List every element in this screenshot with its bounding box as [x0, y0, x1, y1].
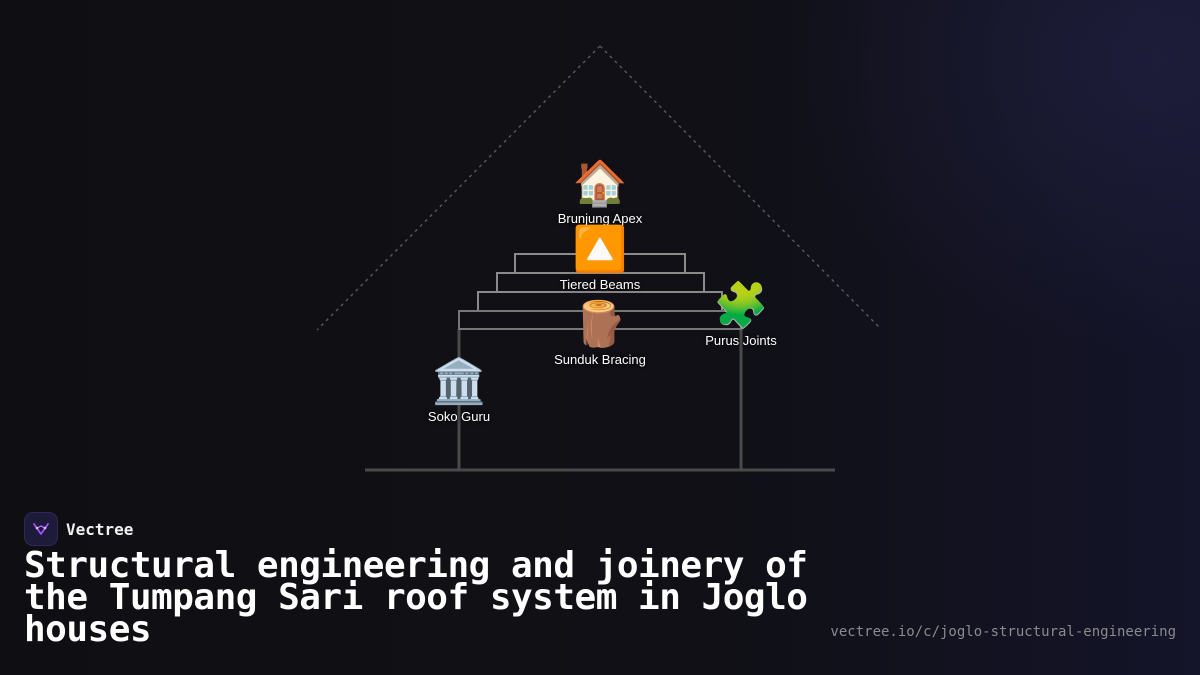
source-url: vectree.io/c/joglo-structural-engineerin…: [830, 624, 1176, 640]
roof-outline-right: [599, 45, 881, 329]
node-label: Brunjung Apex: [557, 211, 643, 226]
puzzle-piece-icon: 🧩: [713, 281, 769, 330]
node-soko-guru: 🏛️ Soko Guru: [359, 357, 559, 424]
wood-log-icon: 🪵: [572, 300, 628, 349]
node-label: Tiered Beams: [559, 277, 641, 292]
brand-name: Vectree: [66, 519, 134, 539]
node-label: Purus Joints: [705, 333, 777, 348]
vectree-logo-icon: [24, 512, 58, 546]
node-tiered-beams: 🔼 Tiered Beams: [500, 225, 700, 292]
node-purus-joints: 🧩 Purus Joints: [641, 281, 841, 348]
page-title: Structural engineering and joinery of th…: [24, 545, 808, 650]
node-label: Soko Guru: [427, 409, 491, 424]
brand: Vectree: [24, 512, 133, 546]
node-sunduk-bracing: 🪵 Sunduk Bracing: [500, 300, 700, 367]
up-triangle-icon: 🔼: [572, 225, 628, 274]
tier-beam-4: [458, 310, 742, 330]
node-label: Sunduk Bracing: [554, 352, 646, 367]
house-icon: 🏠: [572, 159, 628, 208]
node-brunjung-apex: 🏠 Brunjung Apex: [500, 159, 700, 226]
classical-building-icon: 🏛️: [431, 357, 487, 406]
